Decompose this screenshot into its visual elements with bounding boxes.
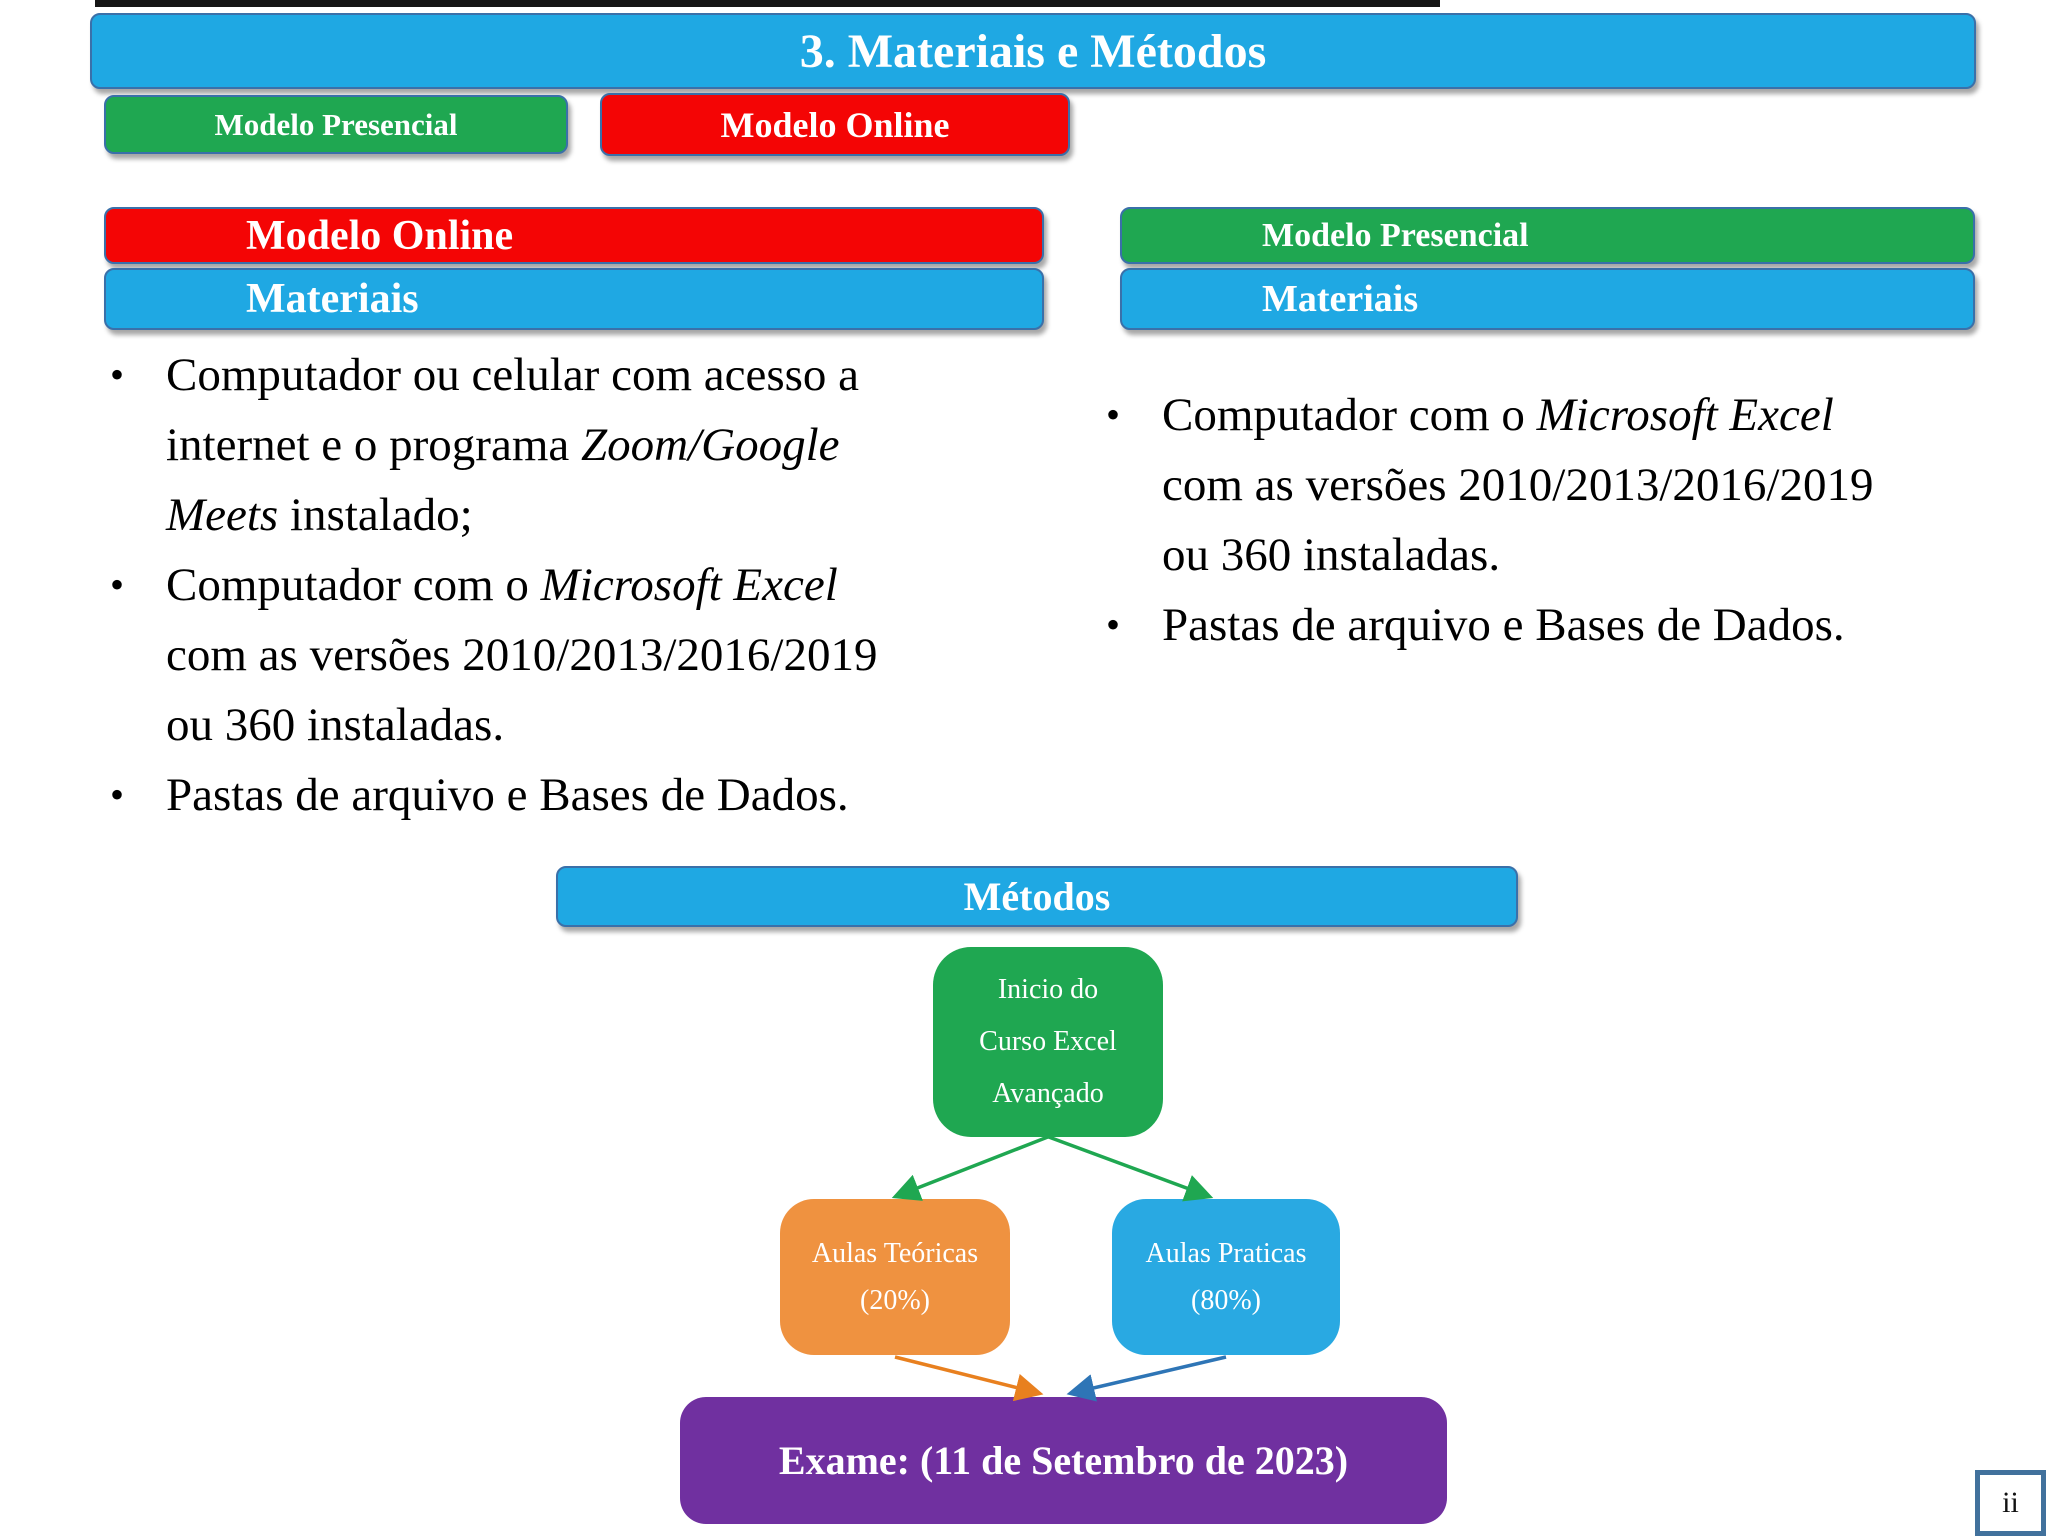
- bullet-text-segment: Pastas de arquivo e Bases de Dados.: [166, 769, 849, 821]
- bullet-text-segment: Microsoft Excel: [1536, 389, 1834, 441]
- flow-node-aulas-praticas: Aulas Praticas (80%): [1112, 1199, 1340, 1355]
- bullet-item: Computador com o Microsoft Excel com as …: [1100, 380, 1890, 590]
- page-number-box: ii: [1975, 1470, 2046, 1536]
- arrow-theory-to-exam: [894, 1355, 1044, 1402]
- tab-modelo-online[interactable]: Modelo Online: [600, 93, 1070, 156]
- bullet-item: Pastas de arquivo e Bases de Dados.: [104, 760, 904, 830]
- bullet-text-segment: Microsoft Excel: [540, 559, 838, 611]
- right-panel-bullet-list: Computador com o Microsoft Excel com as …: [1100, 380, 1890, 660]
- right-panel-header-label: Modelo Presencial: [1262, 216, 1529, 254]
- bullet-text-segment: Pastas de arquivo e Bases de Dados.: [1162, 599, 1845, 651]
- flow-node-inicio-curso: Inicio do Curso Excel Avançado: [933, 947, 1163, 1137]
- right-panel-header-modelo-presencial: Modelo Presencial: [1120, 207, 1975, 264]
- flow-exam-label: Exame: (11 de Setembro de 2023): [778, 1438, 1349, 1483]
- page-title: 3. Materiais e Métodos: [799, 24, 1267, 78]
- flow-node-line: Aulas Teóricas: [811, 1238, 979, 1269]
- methods-banner: Métodos: [556, 866, 1518, 927]
- slide-top-edge-line: [95, 0, 1440, 7]
- flow-node-line: (20%): [860, 1285, 930, 1316]
- bullet-text-segment: Computador com o: [166, 559, 541, 611]
- left-panel-bullet-list: Computador ou celular com acesso a inter…: [104, 340, 904, 830]
- bullet-text-segment: instalado;: [278, 489, 473, 541]
- flow-node-aulas-teoricas: Aulas Teóricas (20%): [780, 1199, 1010, 1355]
- right-panel-subheader-label: Materiais: [1262, 278, 1419, 320]
- tab-modelo-online-label: Modelo Online: [720, 104, 950, 145]
- left-panel-header-modelo-online: Modelo Online: [104, 207, 1044, 264]
- bullet-item: Pastas de arquivo e Bases de Dados.: [1100, 590, 1890, 660]
- flow-node-line: Curso Excel: [979, 1026, 1117, 1057]
- page-number: ii: [2002, 1486, 2019, 1519]
- bullet-text-segment: Zoom/Google Meets: [166, 419, 840, 541]
- bullet-text-segment: Computador com o: [1162, 389, 1537, 441]
- bullet-item: Computador ou celular com acesso a inter…: [104, 340, 904, 550]
- arrow-start-to-practice: [1037, 1131, 1214, 1202]
- bullet-text-segment: com as versões 2010/2013/2016/2019 ou 36…: [166, 629, 878, 751]
- tab-modelo-presencial[interactable]: Modelo Presencial: [104, 95, 568, 154]
- flow-node-line: Inicio do: [997, 974, 1099, 1005]
- bullet-text-segment: com as versões 2010/2013/2016/2019 ou 36…: [1162, 459, 1874, 581]
- methods-banner-label: Métodos: [963, 874, 1111, 919]
- slide-title-banner: 3. Materiais e Métodos: [90, 13, 1976, 89]
- left-panel-subheader-materiais: Materiais: [104, 268, 1044, 330]
- flow-node-exame: Exame: (11 de Setembro de 2023): [680, 1397, 1447, 1524]
- right-panel-subheader-materiais: Materiais: [1120, 268, 1975, 330]
- left-panel-subheader-label: Materiais: [246, 276, 419, 322]
- tab-modelo-presencial-label: Modelo Presencial: [214, 106, 458, 142]
- arrow-practice-to-exam: [1066, 1355, 1227, 1402]
- flow-node-line: (80%): [1191, 1285, 1261, 1316]
- left-panel-header-label: Modelo Online: [246, 212, 514, 259]
- arrow-start-to-theory: [891, 1131, 1059, 1201]
- bullet-text-segment: Computador ou celular com acesso a inter…: [166, 349, 860, 471]
- flow-node-line: Avançado: [992, 1078, 1104, 1109]
- bullet-item: Computador com o Microsoft Excel com as …: [104, 550, 904, 760]
- flow-node-line: Aulas Praticas: [1145, 1238, 1307, 1269]
